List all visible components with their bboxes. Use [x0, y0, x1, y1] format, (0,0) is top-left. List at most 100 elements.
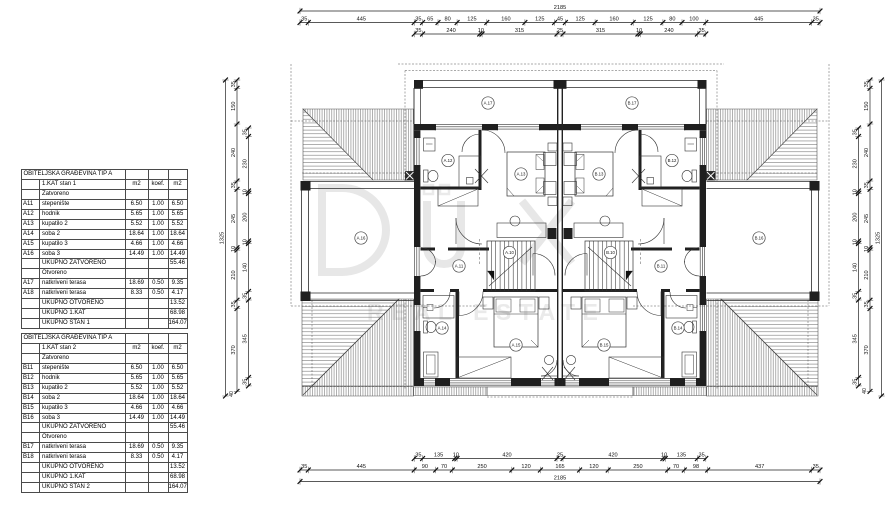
svg-text:35: 35: [864, 81, 870, 87]
svg-text:345: 345: [243, 334, 249, 343]
svg-text:35: 35: [853, 129, 859, 135]
svg-text:35: 35: [813, 17, 819, 23]
svg-text:10: 10: [231, 246, 237, 252]
svg-text:35: 35: [243, 379, 249, 385]
svg-text:135: 135: [677, 453, 686, 459]
svg-text:240: 240: [864, 148, 870, 157]
svg-text:125: 125: [576, 17, 585, 23]
svg-text:160: 160: [609, 17, 618, 23]
svg-text:10: 10: [853, 189, 859, 195]
svg-text:345: 345: [853, 334, 859, 343]
svg-text:70: 70: [673, 464, 679, 470]
svg-text:B.14: B.14: [674, 326, 683, 331]
svg-text:10: 10: [864, 246, 870, 252]
svg-text:B.10: B.10: [606, 250, 615, 255]
svg-text:10: 10: [478, 28, 484, 34]
svg-text:240: 240: [664, 28, 673, 34]
svg-text:120: 120: [521, 464, 530, 470]
svg-text:120: 120: [589, 464, 598, 470]
svg-text:10: 10: [243, 189, 249, 195]
svg-text:200: 200: [243, 213, 249, 222]
svg-text:250: 250: [633, 464, 642, 470]
svg-text:210: 210: [864, 270, 870, 279]
svg-text:80: 80: [669, 17, 675, 23]
svg-text:370: 370: [231, 345, 237, 354]
svg-text:160: 160: [501, 17, 510, 23]
svg-text:100: 100: [689, 17, 698, 23]
svg-text:25: 25: [557, 453, 563, 459]
svg-text:35: 35: [301, 464, 307, 470]
svg-text:A.11: A.11: [455, 264, 464, 269]
svg-text:A.12: A.12: [444, 158, 453, 163]
svg-text:420: 420: [608, 453, 617, 459]
svg-text:230: 230: [853, 159, 859, 168]
svg-text:165: 165: [555, 464, 564, 470]
svg-text:A.17: A.17: [484, 101, 493, 106]
svg-text:315: 315: [596, 28, 605, 34]
svg-text:445: 445: [754, 17, 763, 23]
svg-text:A.16: A.16: [357, 236, 366, 241]
svg-text:10: 10: [243, 239, 249, 245]
svg-text:370: 370: [864, 345, 870, 354]
svg-text:445: 445: [357, 17, 366, 23]
svg-text:B.12: B.12: [668, 158, 677, 163]
svg-text:70: 70: [441, 464, 447, 470]
svg-text:150: 150: [231, 102, 237, 111]
svg-text:35: 35: [853, 293, 859, 299]
svg-text:245: 245: [864, 214, 870, 223]
svg-text:445: 445: [357, 464, 366, 470]
svg-text:65: 65: [427, 17, 433, 23]
svg-text:125: 125: [467, 17, 476, 23]
svg-text:A.10: A.10: [505, 250, 514, 255]
svg-text:140: 140: [243, 263, 249, 272]
svg-text:315: 315: [515, 28, 524, 34]
svg-text:35: 35: [231, 301, 237, 307]
svg-text:210: 210: [231, 270, 237, 279]
svg-text:B.11: B.11: [657, 264, 666, 269]
svg-text:35: 35: [231, 182, 237, 188]
svg-text:80: 80: [444, 17, 450, 23]
svg-text:2185: 2185: [554, 5, 566, 11]
svg-text:35: 35: [243, 129, 249, 135]
svg-text:35: 35: [813, 464, 819, 470]
svg-text:125: 125: [535, 17, 544, 23]
svg-text:250: 250: [477, 464, 486, 470]
svg-text:420: 420: [502, 453, 511, 459]
svg-text:1325: 1325: [876, 232, 882, 244]
svg-text:10: 10: [661, 453, 667, 459]
svg-text:437: 437: [755, 464, 764, 470]
svg-text:35: 35: [853, 379, 859, 385]
svg-text:35: 35: [231, 81, 237, 87]
svg-text:35: 35: [698, 453, 704, 459]
svg-text:35: 35: [301, 17, 307, 23]
svg-text:1325: 1325: [220, 232, 226, 244]
svg-text:35: 35: [415, 17, 421, 23]
svg-text:40: 40: [229, 391, 235, 397]
svg-text:125: 125: [643, 17, 652, 23]
svg-text:35: 35: [243, 293, 249, 299]
svg-text:98: 98: [693, 464, 699, 470]
svg-text:10: 10: [636, 28, 642, 34]
svg-text:2185: 2185: [554, 476, 566, 482]
svg-text:135: 135: [434, 453, 443, 459]
svg-text:35: 35: [864, 182, 870, 188]
svg-text:10: 10: [453, 453, 459, 459]
svg-text:40: 40: [862, 388, 868, 394]
svg-text:240: 240: [231, 148, 237, 157]
svg-text:25: 25: [557, 28, 563, 34]
svg-text:B.16: B.16: [755, 236, 764, 241]
svg-text:A.14: A.14: [438, 326, 447, 331]
svg-text:A.15: A.15: [512, 343, 521, 348]
svg-text:200: 200: [853, 213, 859, 222]
svg-text:240: 240: [446, 28, 455, 34]
svg-text:90: 90: [422, 464, 428, 470]
svg-text:10: 10: [853, 239, 859, 245]
svg-text:35: 35: [864, 301, 870, 307]
svg-text:140: 140: [853, 263, 859, 272]
svg-text:A.13: A.13: [517, 172, 526, 177]
svg-text:B.17: B.17: [628, 101, 637, 106]
svg-text:45: 45: [557, 17, 563, 23]
svg-text:35: 35: [415, 453, 421, 459]
svg-text:230: 230: [243, 159, 249, 168]
svg-text:150: 150: [864, 102, 870, 111]
